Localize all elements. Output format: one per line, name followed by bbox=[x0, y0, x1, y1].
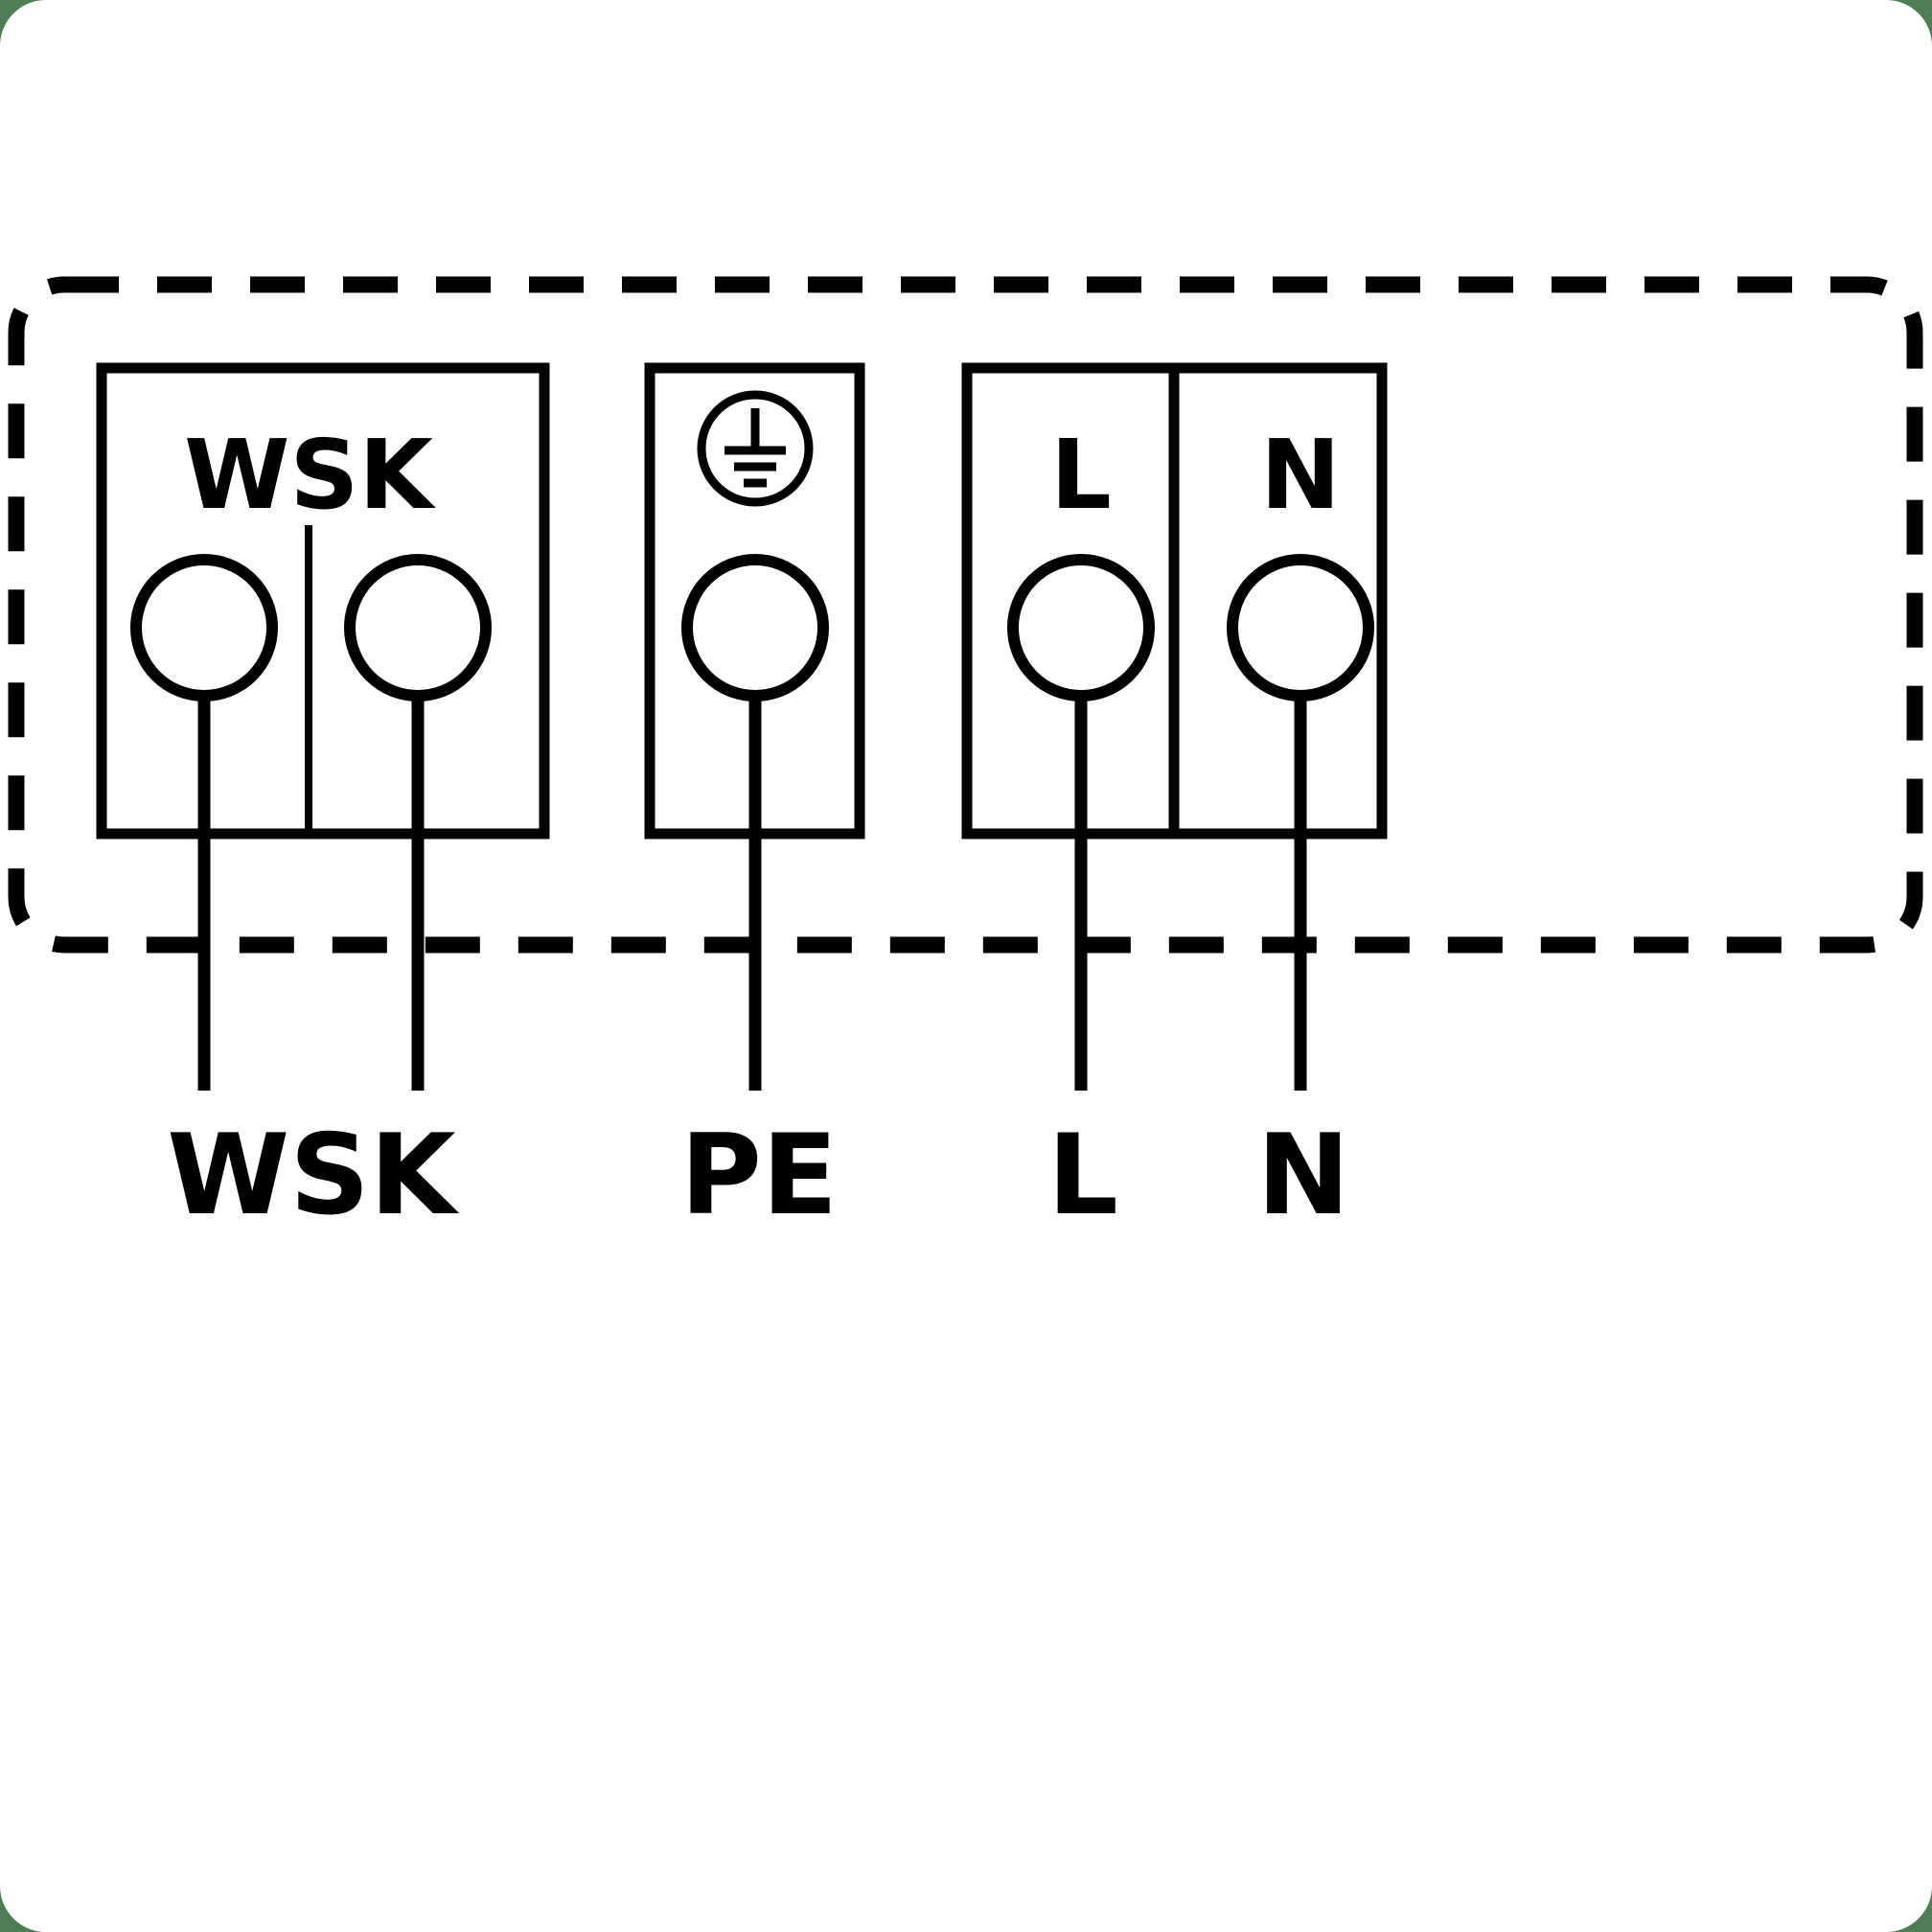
bottom-label-pe: PE bbox=[680, 1111, 838, 1240]
earth-ground-icon-circle bbox=[697, 390, 814, 507]
bottom-label-l: L bbox=[1047, 1111, 1118, 1240]
l-cell-label: L bbox=[1050, 419, 1112, 531]
n-cell-label: N bbox=[1260, 419, 1341, 531]
wsk-box-label: WSK bbox=[184, 419, 436, 531]
wsk-terminal-box bbox=[96, 362, 550, 840]
bottom-label-n: N bbox=[1256, 1111, 1349, 1240]
bottom-label-wsk: WSK bbox=[167, 1111, 459, 1240]
earth-ground-icon bbox=[697, 390, 814, 507]
enclosure-dashed-border bbox=[8, 276, 1923, 954]
